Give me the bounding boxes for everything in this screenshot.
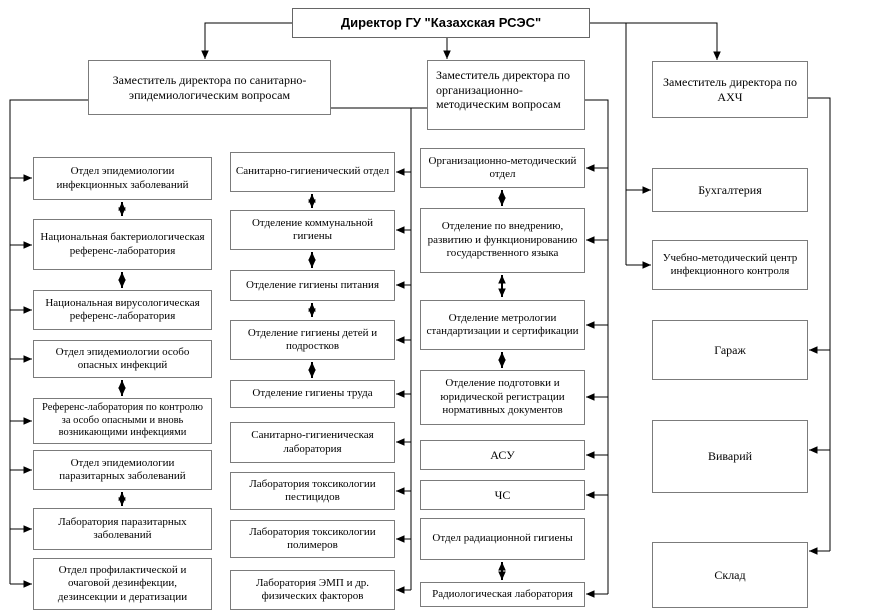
box-disinfection: Отдел профилактической и очаговой дезинф… — [33, 558, 212, 610]
deputy-sanepid-box: Заместитель директора по санитарно-эпиде… — [88, 60, 331, 115]
box-metrology-certification: Отделение метрологии стандартизации и се… — [420, 300, 585, 350]
box-vivarium: Виварий — [652, 420, 808, 493]
box-parasitic-lab: Лаборатория паразитарных заболеваний — [33, 508, 212, 550]
box-polymer-tox-lab: Лаборатория токсикологии полимеров — [230, 520, 395, 558]
box-san-hyg-department: Санитарно-гигиенический отдел — [230, 152, 395, 192]
box-reference-lab-control: Референс-лаборатория по контролю за особ… — [33, 398, 212, 444]
box-warehouse: Склад — [652, 542, 808, 608]
box-radiology-lab: Радиологическая лаборатория — [420, 582, 585, 607]
box-emf-lab: Лаборатория ЭМП и др. физических факторо… — [230, 570, 395, 610]
box-food-hygiene: Отделение гигиены питания — [230, 270, 395, 301]
box-epid-dangerous-infections: Отдел эпидемиологии особо опасных инфекц… — [33, 340, 212, 378]
connectors-epid-column — [9, 99, 88, 588]
box-legal-registration: Отделение подготовки и юридической регис… — [420, 370, 585, 425]
double-arrows — [118, 190, 506, 580]
box-bact-reference-lab: Национальная бактериологическая референс… — [33, 219, 212, 270]
box-garage: Гараж — [652, 320, 808, 380]
box-epid-parasitic: Отдел эпидемиологии паразитарных заболев… — [33, 450, 212, 490]
connectors-director — [201, 22, 721, 269]
box-chs: ЧС — [420, 480, 585, 510]
box-org-method-department: Организационно-методический отдел — [420, 148, 585, 188]
connectors-ahch-column — [808, 97, 831, 555]
connectors-hygiene-column — [331, 107, 427, 594]
box-pesticide-tox-lab: Лаборатория токсикологии пестицидов — [230, 472, 395, 510]
deputy-ahch-box: Заместитель директора по АХЧ — [652, 61, 808, 118]
connectors-orgmethod-column — [585, 99, 609, 598]
box-virus-reference-lab: Национальная вирусологическая референс-л… — [33, 290, 212, 330]
box-labor-hygiene: Отделение гигиены труда — [230, 380, 395, 408]
box-training-center: Учебно-методический центр инфекционного … — [652, 240, 808, 290]
box-san-hyg-lab: Санитарно-гигиеническая лаборатория — [230, 422, 395, 463]
box-accounting: Бухгалтерия — [652, 168, 808, 212]
director-box: Директор ГУ "Казахская РСЭС" — [292, 8, 590, 38]
box-state-language: Отделение по внедрению, развитию и функц… — [420, 208, 585, 273]
deputy-orgmethod-box: Заместитель директора по организационно-… — [427, 60, 585, 130]
box-children-hygiene: Отделение гигиены детей и подростков — [230, 320, 395, 360]
box-radiation-hygiene: Отдел радиационной гигиены — [420, 518, 585, 560]
box-communal-hygiene: Отделение коммунальной гигиены — [230, 210, 395, 250]
box-asu: АСУ — [420, 440, 585, 470]
box-epid-infections: Отдел эпидемиологии инфекционных заболев… — [33, 157, 212, 200]
